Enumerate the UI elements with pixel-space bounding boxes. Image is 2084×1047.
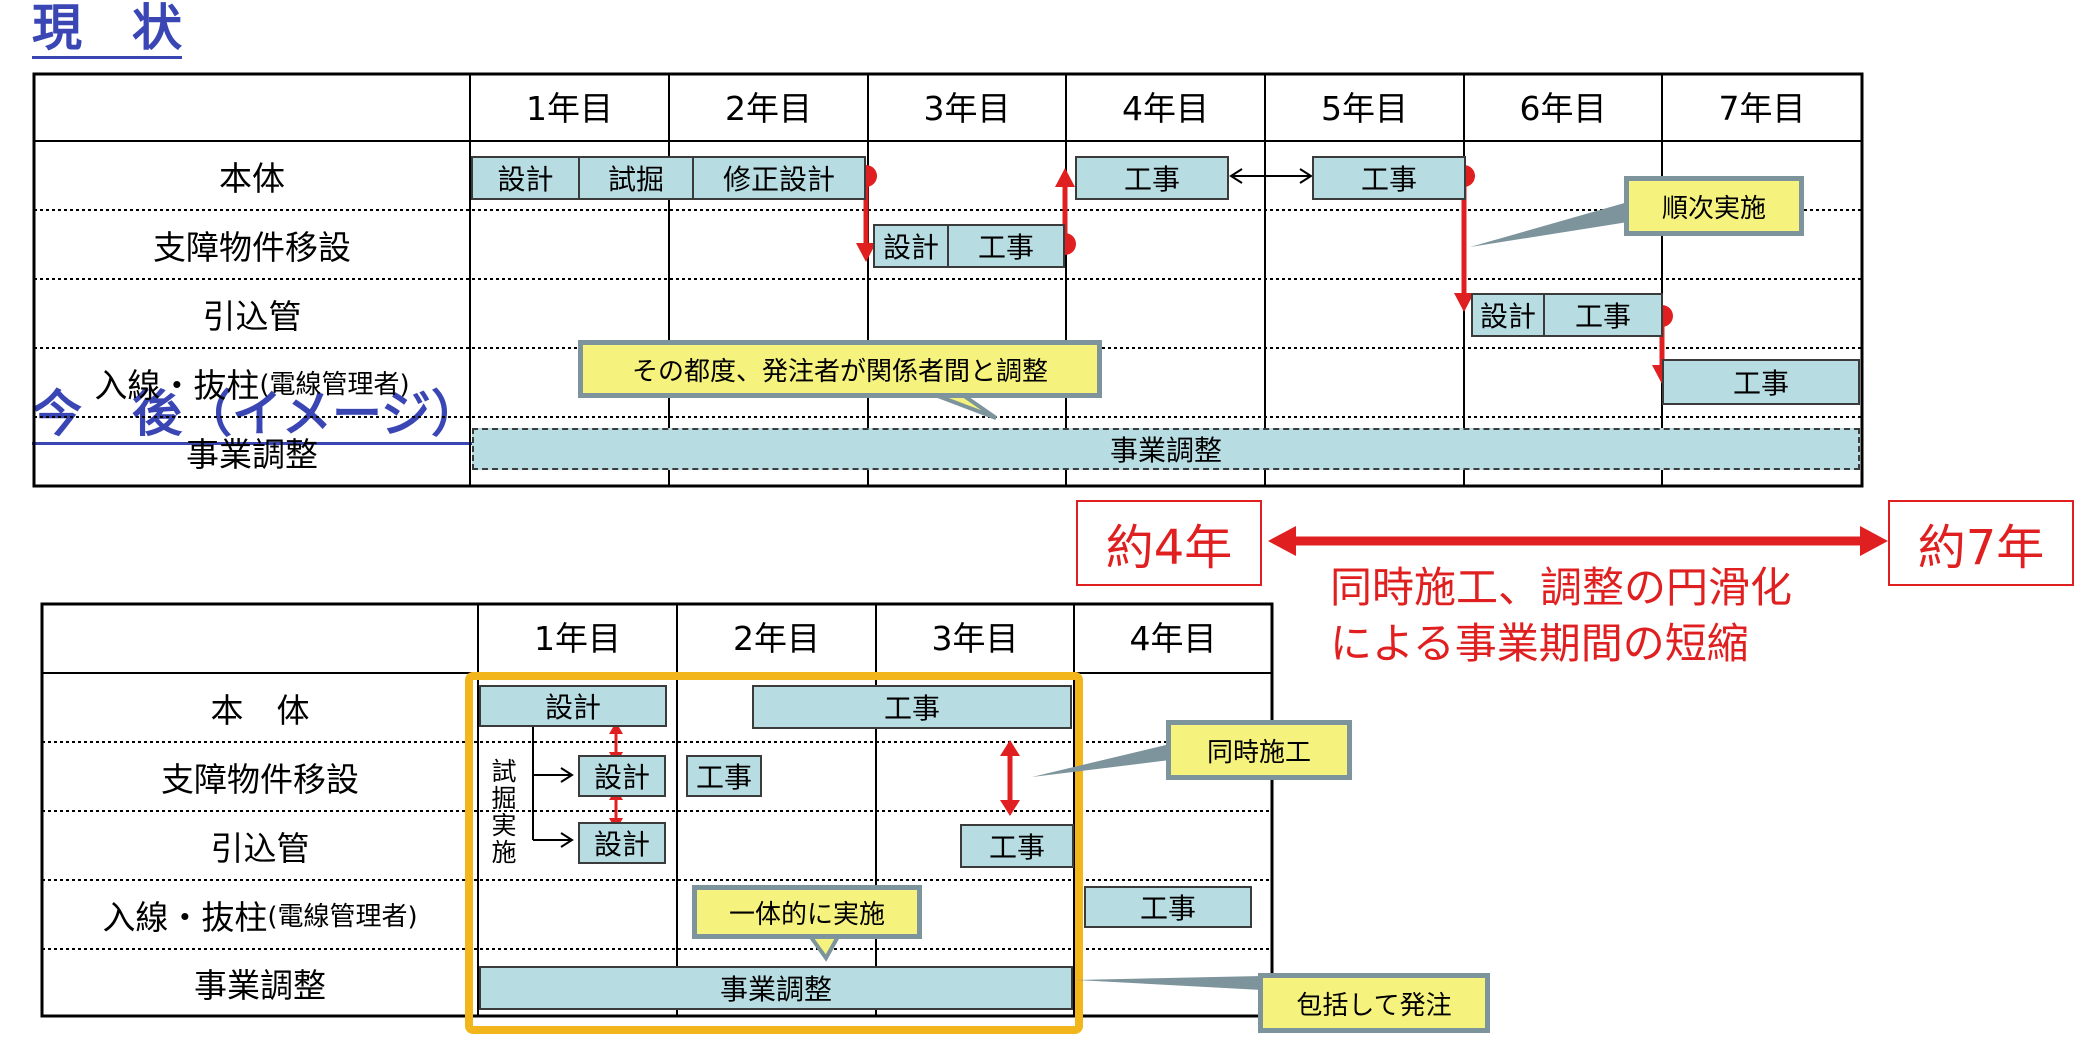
future-heading: 今 後（イメージ） bbox=[32, 385, 481, 445]
future-col-1: 1年目 bbox=[534, 619, 621, 658]
note-char: 試 bbox=[491, 757, 517, 786]
bar-shisho-koji: 工事 bbox=[947, 224, 1065, 268]
row-label-text: 事業調整 bbox=[186, 434, 318, 474]
current-col-2: 2年目 bbox=[725, 89, 812, 128]
future-row-hikikomi: 引込管 bbox=[42, 811, 478, 880]
future-bar-shisho-koji: 工事 bbox=[686, 755, 762, 797]
future-bar-hontai-sekkei: 設計 bbox=[479, 685, 667, 727]
current-row-nyusen: 入線・抜柱(電線管理者) bbox=[34, 348, 470, 417]
doji-callout-tail bbox=[1032, 744, 1170, 777]
future-row-shisho: 支障物件移設 bbox=[42, 742, 478, 811]
future-bar-hontai-koji: 工事 bbox=[752, 685, 1072, 729]
row-label-subtext: (電線管理者) bbox=[259, 370, 410, 400]
current-col-5: 5年目 bbox=[1321, 89, 1408, 128]
current-row-shisho: 支障物件移設 bbox=[34, 210, 470, 279]
future-bar-nyusen-koji: 工事 bbox=[1084, 886, 1252, 928]
trial-dig-note: 試 掘 実 施 bbox=[490, 758, 518, 866]
current-col-7: 7年目 bbox=[1718, 89, 1806, 128]
future-bar-shisho-sekkei: 設計 bbox=[578, 755, 666, 797]
highlight-frame bbox=[465, 672, 1083, 1034]
message-line-2: による事業期間の短縮 bbox=[1330, 619, 1749, 668]
bar-shikutsu: 試掘 bbox=[578, 156, 694, 200]
hokatsu-callout-tail bbox=[1076, 976, 1262, 990]
bar-hikikomi-sekkei: 設計 bbox=[1471, 293, 1545, 337]
callout-doji-seko: 同時施工 bbox=[1166, 720, 1352, 780]
bar-koji-hontai-2: 工事 bbox=[1312, 156, 1466, 200]
bar-hikikomi-koji: 工事 bbox=[1543, 293, 1663, 337]
current-heading: 現 状 bbox=[32, 0, 182, 59]
callout-junji-jisshi: 順次実施 bbox=[1624, 176, 1804, 236]
sync-red-arrows bbox=[609, 722, 1020, 830]
current-row-hontai: 本体 bbox=[34, 141, 470, 210]
row-label-text: 支障物件移設 bbox=[161, 759, 359, 799]
bar-shisho-sekkei: 設計 bbox=[873, 224, 949, 268]
future-row-jigyo: 事業調整 bbox=[42, 949, 478, 1016]
bar-sekkei: 設計 bbox=[471, 156, 580, 200]
callout-hokatsu-hatchu: 包括して発注 bbox=[1258, 973, 1490, 1033]
period-future-box: 約4年 bbox=[1076, 500, 1262, 586]
current-col-4: 4年目 bbox=[1122, 89, 1209, 128]
future-bar-hikikomi-koji: 工事 bbox=[960, 824, 1074, 868]
period-current-box: 約7年 bbox=[1888, 500, 2074, 586]
current-row-jigyo: 事業調整 bbox=[34, 417, 470, 486]
note-char: 掘 bbox=[491, 784, 517, 813]
period-comparison-arrow bbox=[1268, 526, 1888, 556]
junji-callout-tail bbox=[1470, 202, 1628, 247]
bar-shusei-sekkei: 修正設計 bbox=[692, 156, 866, 200]
trial-dig-connectors bbox=[532, 726, 574, 848]
current-col-3: 3年目 bbox=[923, 89, 1011, 128]
bar-jigyo-chosei: 事業調整 bbox=[472, 428, 1860, 470]
callout-ittai-jisshi: 一体的に実施 bbox=[692, 885, 922, 939]
koji-gap-arrow bbox=[1229, 168, 1313, 184]
bar-koji-hontai-1: 工事 bbox=[1075, 156, 1229, 200]
bar-nyusen-koji: 工事 bbox=[1662, 359, 1860, 405]
current-row-hikikomi: 引込管 bbox=[34, 279, 470, 348]
future-col-4: 4年目 bbox=[1129, 619, 1217, 658]
current-col-6: 6年目 bbox=[1519, 89, 1607, 128]
future-bar-jigyo-chosei: 事業調整 bbox=[479, 966, 1073, 1010]
row-label-text: 入線・抜柱 bbox=[94, 365, 260, 405]
row-label-text: 本 体 bbox=[210, 690, 310, 730]
future-row-hontai: 本 体 bbox=[42, 673, 478, 742]
future-col-3: 3年目 bbox=[931, 619, 1019, 658]
note-char: 施 bbox=[491, 838, 517, 867]
message-line-1: 同時施工、調整の円滑化 bbox=[1330, 563, 1793, 612]
future-bar-hikikomi-sekkei: 設計 bbox=[578, 822, 666, 864]
note-char: 実 bbox=[491, 811, 517, 840]
row-label-subtext: (電線管理者) bbox=[267, 902, 418, 932]
callout-sonotsudo-chosei: その都度、発注者が関係者間と調整 bbox=[578, 340, 1102, 398]
row-label-text: 引込管 bbox=[202, 296, 302, 336]
current-col-1: 1年目 bbox=[526, 89, 613, 128]
future-col-2: 2年目 bbox=[733, 619, 820, 658]
row-label-text: 事業調整 bbox=[194, 965, 326, 1005]
row-label-text: 支障物件移設 bbox=[153, 227, 351, 267]
row-label-text: 本体 bbox=[219, 158, 285, 198]
future-row-nyusen: 入線・抜柱(電線管理者) bbox=[42, 880, 478, 949]
row-label-text: 入線・抜柱 bbox=[102, 897, 268, 937]
row-label-text: 引込管 bbox=[210, 828, 310, 868]
